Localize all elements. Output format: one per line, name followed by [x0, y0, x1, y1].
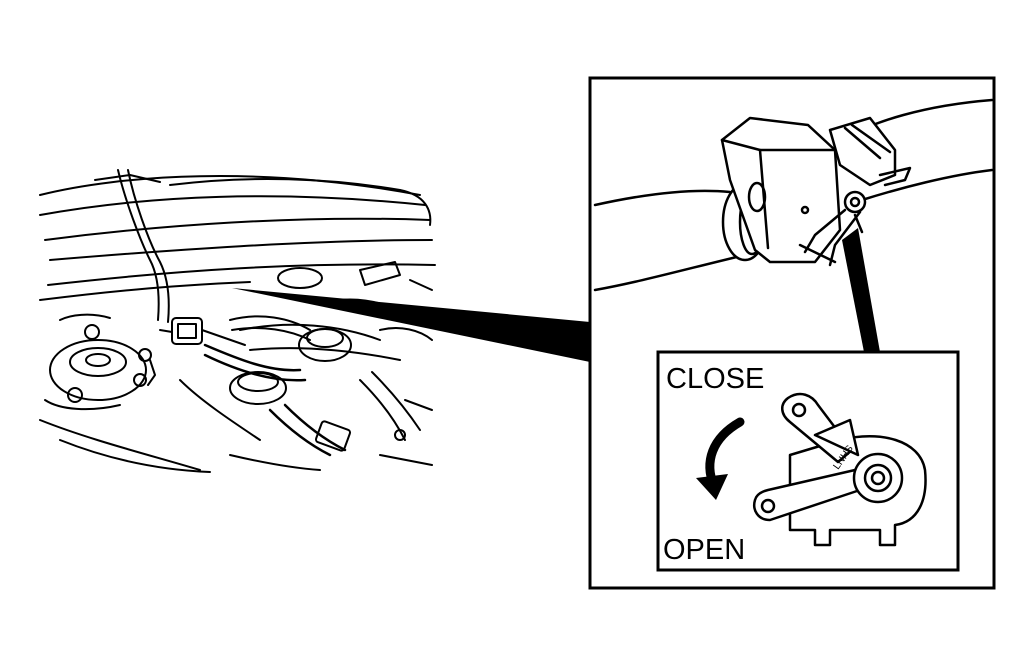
reservoir-cap: [229, 371, 287, 405]
detail-leader: [842, 228, 880, 352]
heater-valve-body: [720, 116, 842, 264]
hose-left: [593, 189, 732, 207]
strut-nut: [84, 324, 100, 340]
open-label: OPEN: [663, 534, 745, 566]
rotation-arrow-icon: [696, 417, 745, 500]
valve-lever-mechanism: [753, 392, 927, 547]
strut-tower: [49, 339, 147, 401]
close-label: CLOSE: [666, 363, 764, 395]
heater-hose: [203, 343, 302, 372]
engine-bay-overview: [39, 169, 436, 473]
heater-valve-small: [171, 317, 203, 345]
callout-pointer: [232, 288, 590, 362]
valve-closeup: [593, 98, 994, 292]
valve-lever-pivot: [843, 190, 867, 214]
filler-cap: [298, 328, 352, 362]
hose-clamp: [828, 116, 897, 187]
